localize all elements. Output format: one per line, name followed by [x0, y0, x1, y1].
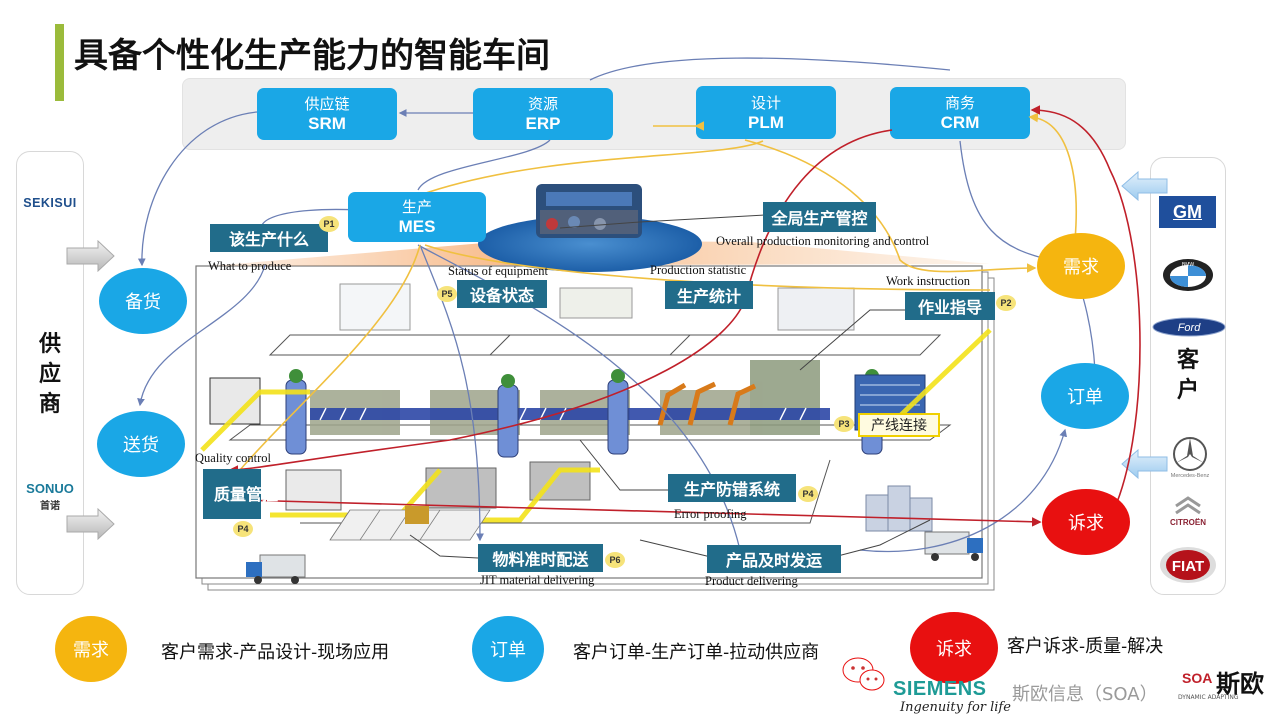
- fiat-logo: FIAT: [1160, 547, 1216, 583]
- badge-p1: P1: [319, 216, 339, 232]
- gm-logo: GM: [1159, 196, 1216, 228]
- label-overall-control: 全局生产管控: [763, 202, 876, 232]
- label-work-instruction-cn: 作业指导: [917, 298, 982, 317]
- title-accent-bar: [55, 24, 64, 101]
- supplier-label-text: 供应商: [38, 332, 61, 417]
- label-work-instruction: 作业指导: [905, 292, 995, 320]
- legend-complaint-node: 诉求: [910, 612, 998, 684]
- wechat-icon: [842, 657, 885, 691]
- siemens-tagline: Ingenuity for life: [900, 700, 1011, 715]
- ford-logo: Ford: [1152, 317, 1226, 337]
- label-equipment-status-cn: 设备状态: [469, 286, 534, 305]
- label-equipment-status: 设备状态: [457, 280, 547, 308]
- system-erp-en: ERP: [525, 114, 561, 133]
- system-crm-cn: 商务: [944, 94, 975, 112]
- badge-p4-error: P4: [798, 486, 818, 502]
- label-error-proofing-cn: 生产防错系统: [683, 480, 780, 499]
- system-mes[interactable]: 生产 MES: [348, 192, 486, 242]
- system-srm[interactable]: 供应链 SRM: [257, 88, 397, 140]
- badge-p3: P3: [834, 416, 854, 432]
- truck-icon-left: [246, 554, 306, 584]
- system-plm[interactable]: 设计 PLM: [696, 86, 836, 139]
- label-jit-material-cn: 物料准时配送: [492, 550, 589, 569]
- badge-p6: P6: [605, 552, 625, 568]
- citroen-logo: CITROËN: [1170, 496, 1206, 527]
- label-product-delivering-cn: 产品及时发运: [725, 551, 822, 570]
- badge-p4-quality: P4: [233, 521, 253, 537]
- label-production-statistic: 生产统计: [665, 281, 753, 309]
- citroen-logo-text: CITROËN: [1170, 518, 1206, 527]
- sonuo-logo: SONUO: [26, 481, 74, 496]
- fiat-logo-text: FIAT: [1172, 558, 1204, 575]
- gm-logo-text: GM: [1173, 201, 1202, 222]
- customer-arrow-1: [1121, 171, 1168, 201]
- en-what-to-produce: What to produce: [208, 259, 292, 273]
- label-overall-control-cn: 全局生产管控: [771, 209, 868, 228]
- system-srm-en: SRM: [308, 114, 346, 133]
- node-deliver[interactable]: 送货: [97, 411, 185, 477]
- soa-logo: SOA: [1182, 670, 1213, 686]
- mercedes-logo-text: Mercedes-Benz: [1171, 473, 1210, 479]
- soa-logo-sub: DYNAMIC ADAPTING: [1178, 694, 1239, 701]
- soa-logo-cn: 斯欧: [1216, 670, 1264, 698]
- customer-arrow-2: [1121, 449, 1168, 479]
- bmw-logo: BMW: [1163, 259, 1213, 291]
- label-product-delivering: 产品及时发运: [707, 545, 841, 573]
- label-quality-control: 质量管控: [203, 469, 279, 519]
- system-mes-cn: 生产: [401, 198, 432, 216]
- badge-p2: P2: [996, 295, 1016, 311]
- label-what-to-produce: 该生产什么: [210, 224, 328, 252]
- en-jit-material: JIT material delivering: [480, 573, 595, 587]
- label-what-to-produce-cn: 该生产什么: [228, 230, 309, 249]
- supplier-arrow-2: [66, 508, 115, 540]
- system-srm-cn: 供应链: [304, 95, 350, 113]
- sonuo-logo-cn: 首诺: [40, 501, 60, 512]
- legend-order-text: 客户订单-生产订单-拉动供应商: [573, 642, 820, 663]
- page-title: 具备个性化生产能力的智能车间: [74, 36, 550, 76]
- label-line-connection: 产线连接: [858, 413, 940, 437]
- en-overall-control: Overall production monitoring and contro…: [716, 234, 930, 248]
- system-erp-cn: 资源: [527, 95, 558, 113]
- en-work-instruction: Work instruction: [886, 274, 971, 288]
- legend-order-node: 订单: [472, 616, 544, 682]
- system-plm-cn: 设计: [750, 93, 781, 112]
- en-production-statistic: Production statistic: [650, 263, 747, 277]
- ford-logo-text: Ford: [1178, 322, 1202, 334]
- label-error-proofing: 生产防错系统: [668, 474, 796, 502]
- node-complaint[interactable]: 诉求: [1042, 489, 1130, 555]
- label-quality-control-cn: 质量管控: [214, 484, 279, 504]
- watermark: 斯欧信息（SOA）: [1012, 684, 1158, 705]
- legend-demand-text: 客户需求-产品设计-现场应用: [161, 642, 390, 663]
- legend-complaint-text: 客户诉求-质量-解决: [1007, 636, 1164, 657]
- bmw-logo-text: BMW: [1182, 262, 1195, 268]
- node-demand[interactable]: 需求: [1037, 233, 1125, 299]
- en-product-delivering: Product delivering: [705, 574, 798, 588]
- customer-label-text: 客户: [1176, 348, 1199, 403]
- system-crm-en: CRM: [940, 113, 980, 132]
- en-quality-control: Quality control: [195, 451, 272, 465]
- buildings-icon: [865, 485, 933, 532]
- node-order[interactable]: 订单: [1041, 363, 1129, 429]
- legend-demand-node: 需求: [55, 616, 127, 682]
- badge-p5: P5: [437, 286, 457, 302]
- siemens-logo: SIEMENS: [893, 678, 987, 700]
- sekisui-logo: SEKISUI: [23, 196, 77, 210]
- supplier-arrow-1: [66, 240, 115, 272]
- label-production-statistic-cn: 生产统计: [676, 287, 741, 306]
- supplier-label: 供应商: [35, 330, 65, 420]
- customer-panel: [1150, 157, 1226, 595]
- label-line-connection-cn: 产线连接: [871, 418, 927, 434]
- system-crm[interactable]: 商务 CRM: [890, 87, 1030, 139]
- en-equipment-status: Status of equipment: [448, 264, 548, 278]
- system-erp[interactable]: 资源 ERP: [473, 88, 613, 140]
- customer-label: 客户: [1173, 346, 1203, 406]
- system-mes-en: MES: [398, 217, 436, 236]
- en-error-proofing: Error proofing: [674, 507, 747, 521]
- system-plm-en: PLM: [748, 112, 784, 132]
- mercedes-logo: Mercedes-Benz: [1171, 437, 1210, 479]
- label-jit-material: 物料准时配送: [478, 544, 603, 572]
- control-room-disc: [478, 216, 702, 272]
- node-stock[interactable]: 备货: [99, 268, 187, 334]
